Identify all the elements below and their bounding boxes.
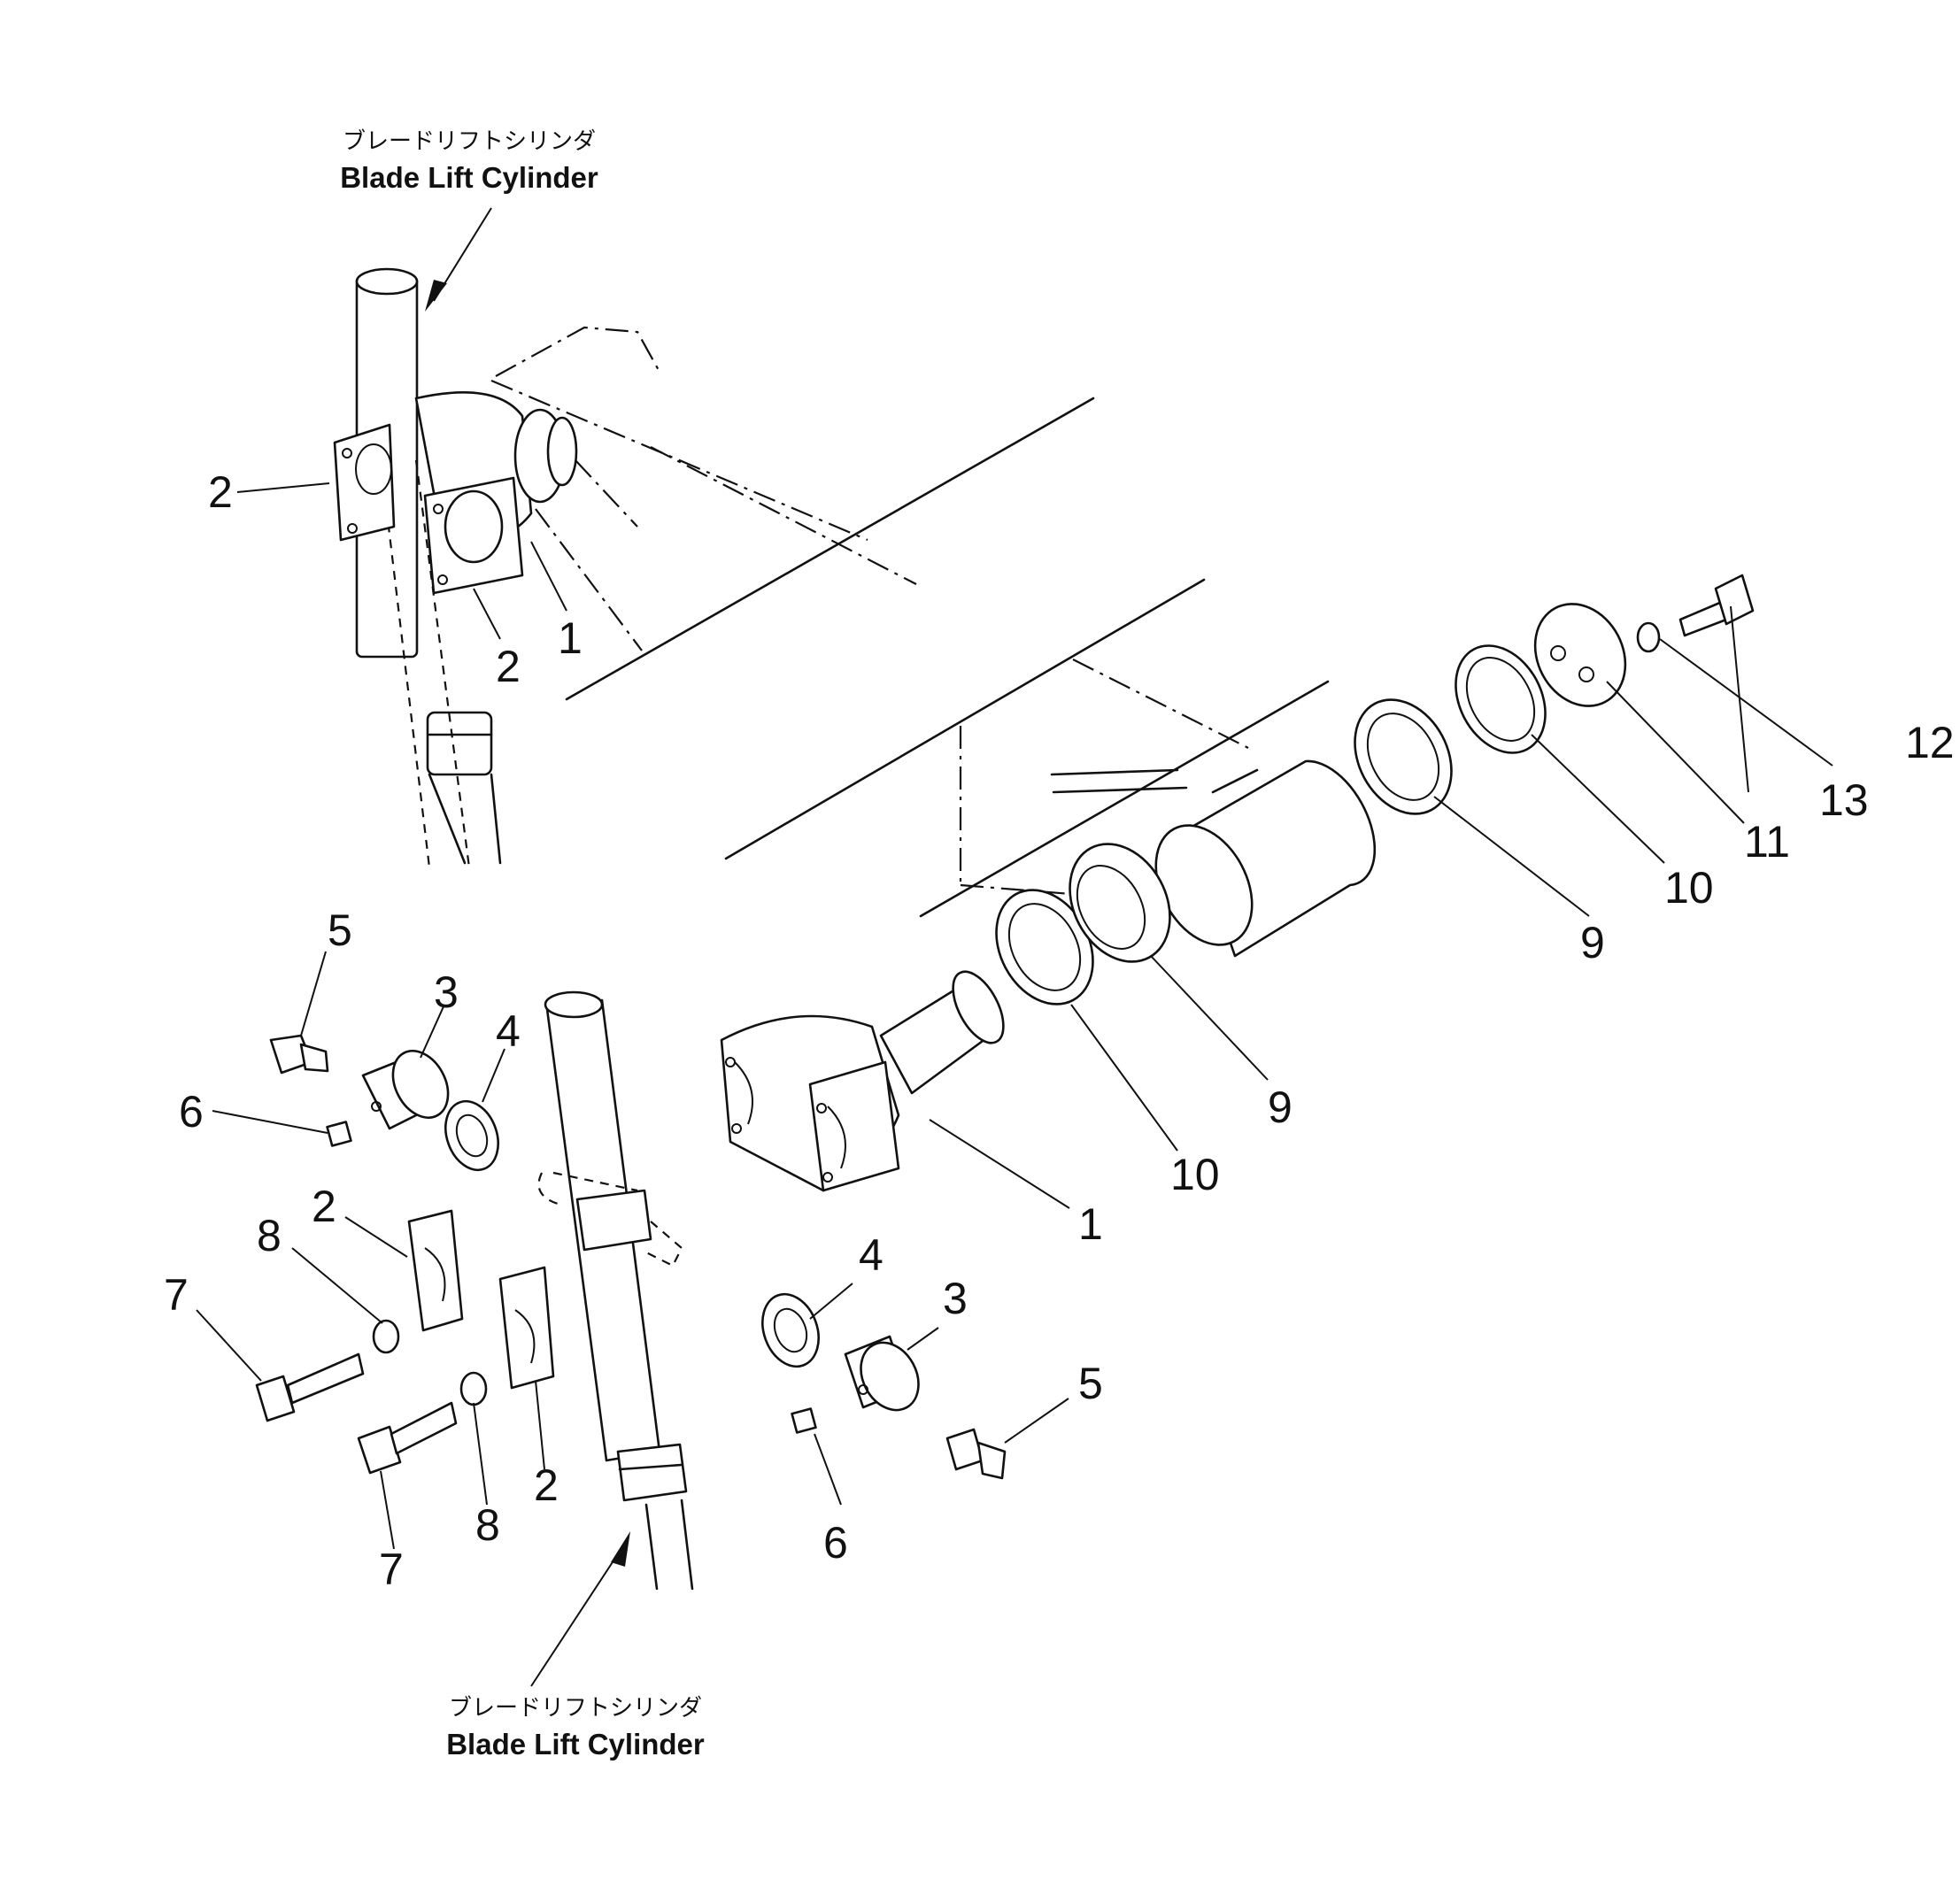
arrow-bottom [530,1531,630,1687]
seal-4-right [761,1292,820,1368]
washer-8-upper [372,1319,400,1354]
callout-label: 3 [943,1274,968,1323]
callout-label: 2 [312,1182,336,1231]
callout-label: 5 [328,905,352,955]
caption-bottom-jp: ブレードリフトシリンダ [449,1695,702,1722]
callout-label: 11 [1744,817,1790,867]
callout-label: 8 [257,1211,282,1260]
callout-label: 13 [1819,775,1869,825]
main-frame [490,326,1330,918]
callout-label: 4 [496,1006,521,1056]
callout-label: 3 [434,967,459,1017]
callout-label: 2 [534,1460,559,1510]
caption-bottom-en: Blade Lift Cylinder [446,1728,705,1761]
callout-label: 6 [823,1518,848,1568]
bearing-10-upper [1455,644,1547,754]
callout-label: 10 [1170,1150,1220,1199]
cover-plate-11 [1533,603,1627,707]
cap-2-upper [407,1209,464,1332]
callout-label: 1 [1078,1199,1103,1249]
bolt-7-lower [357,1401,458,1475]
callout-label: 9 [1268,1083,1293,1132]
plug-6-right [791,1407,817,1434]
caption-bottom: ブレードリフトシリンダ Blade Lift Cylinder [446,1695,705,1761]
sleeve-3-right [844,1335,920,1412]
callout-label: 7 [164,1270,189,1320]
blade-lift-cylinder-bottom [537,990,694,1591]
grease-fitting-5-left [269,1034,329,1075]
callout-label: 1 [558,613,583,663]
plug-6-left [326,1121,352,1147]
seal-4-left [444,1099,499,1172]
trunnion-1-lower [720,970,1005,1192]
cap-2-lower [498,1266,555,1390]
bearing-9-upper [1354,698,1453,815]
callout-label: 7 [379,1545,404,1594]
callout-label: 9 [1580,918,1605,967]
caption-top-en: Blade Lift Cylinder [340,161,598,194]
caption-top: ブレードリフトシリンダ Blade Lift Cylinder [340,128,598,194]
caption-top-jp: ブレードリフトシリンダ [343,128,596,155]
washer-8-lower [459,1371,488,1406]
bolt-12 [1678,574,1755,637]
trunnion-assembly-top [333,391,578,595]
washer-13 [1636,621,1661,653]
sleeve-3-left [361,1050,450,1130]
leader-lines [196,482,1833,1550]
callout-label: 2 [496,642,521,691]
bearing-9-lower [1069,843,1171,963]
grease-fitting-5-right [945,1428,1007,1480]
callout-label: 2 [208,467,233,517]
callout-label: 8 [475,1500,500,1550]
callout-label: 10 [1664,863,1714,913]
callouts: 2 1 2 12 13 11 10 9 5 3 4 6 2 8 7 2 8 7 … [164,467,1955,1594]
arrow-top [425,207,492,312]
callout-label: 6 [179,1087,204,1136]
callout-label: 5 [1078,1359,1103,1408]
callout-label: 12 [1905,718,1955,767]
bolt-7-upper [255,1352,365,1422]
callout-label: 4 [859,1230,884,1280]
bushing-large [1154,759,1377,958]
